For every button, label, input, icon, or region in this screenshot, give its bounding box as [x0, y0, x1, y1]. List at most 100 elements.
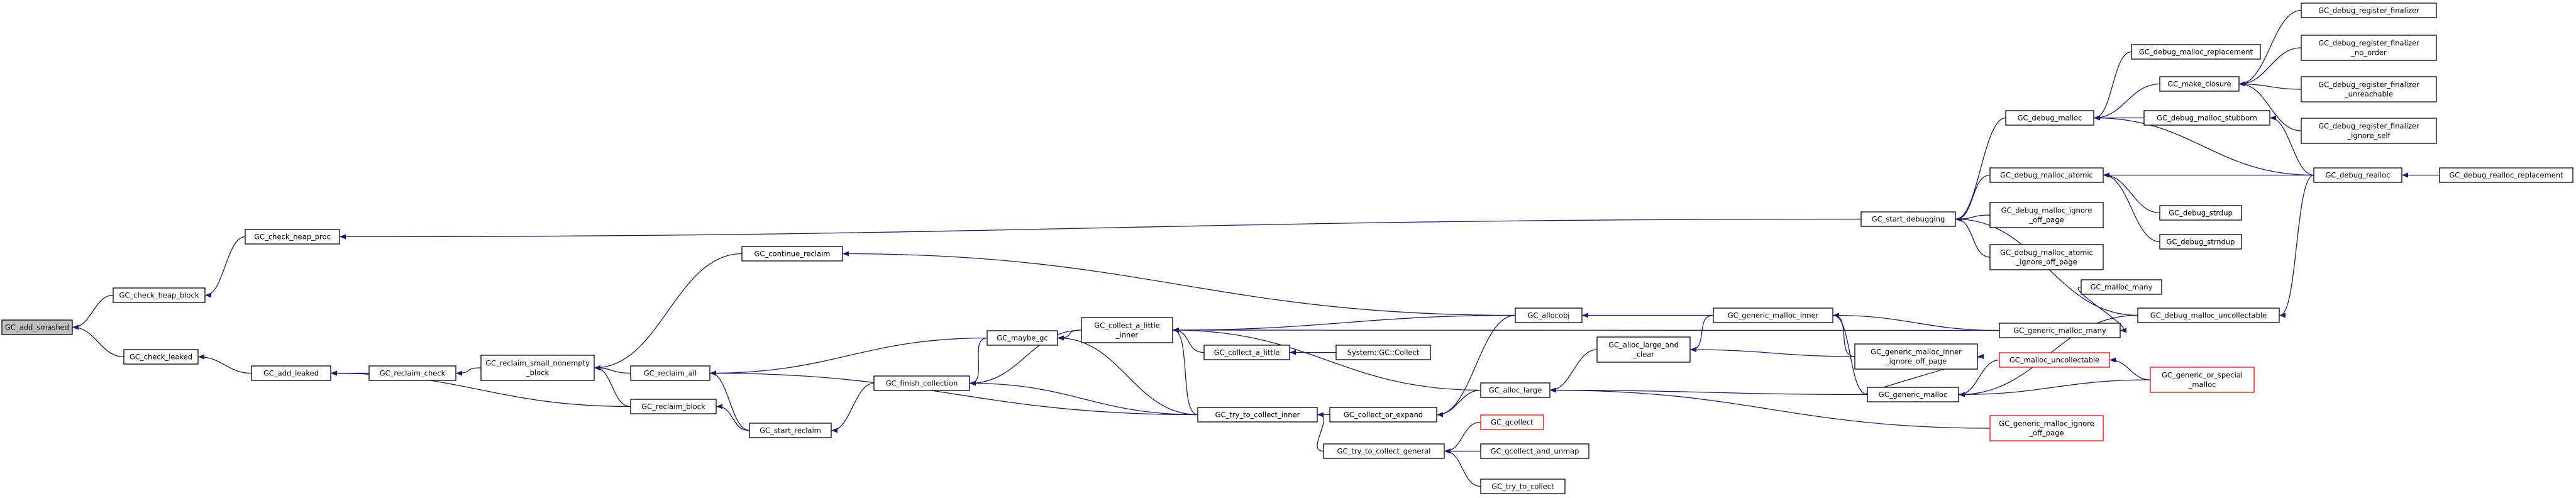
node-box — [1989, 202, 2104, 228]
node-layer: GC_add_smashedGC_check_heap_blockGC_chec… — [1, 3, 2573, 494]
node-label: GC_debug_strdup — [2169, 209, 2233, 218]
node-label: GC_malloc_uncollectable — [2009, 356, 2099, 365]
node-start-debugging[interactable]: GC_start_debugging — [1860, 211, 1956, 227]
edge-allocobj-to-collect_a_little_inner — [1173, 314, 1516, 333]
node-start-reclaim[interactable]: GC_start_reclaim — [749, 423, 832, 438]
node-generic-or-special[interactable]: GC_generic_or_special_malloc — [2150, 367, 2255, 393]
edge-generic_malloc_inner-to-alloc_large_and_clear — [1690, 314, 1714, 352]
node-label: GC_debug_strndup — [2167, 238, 2235, 246]
node-maybe-gc[interactable]: GC_maybe_gc — [987, 330, 1058, 346]
edge-finish_collection-to-start_reclaim — [831, 382, 875, 433]
node-label: GC_generic_malloc_many — [2013, 326, 2106, 335]
node-gcollect-and-unmap[interactable]: GC_gcollect_and_unmap — [1480, 443, 1589, 459]
node-collect-a-little-inner[interactable]: GC_collect_a_little_inner — [1081, 317, 1173, 343]
node-generic-malloc-many[interactable]: GC_generic_malloc_many — [1999, 323, 2121, 338]
node-drf-no-order[interactable]: GC_debug_register_finalizer_no_order — [2301, 35, 2437, 61]
node-add-smashed[interactable]: GC_add_smashed — [1, 319, 73, 335]
edge-debug_realloc-to-debug_malloc_stubborn — [2270, 115, 2314, 176]
node-collect-a-little[interactable]: GC_collect_a_little — [1203, 345, 1290, 360]
node-label: GC_allocobj — [1527, 311, 1569, 320]
node-reclaim-block[interactable]: GC_reclaim_block — [630, 399, 717, 414]
node-debug-malloc-stubborn[interactable]: GC_debug_malloc_stubborn — [2143, 110, 2270, 126]
edge-drf_ignore_self-to-make_closure — [2239, 81, 2302, 131]
edge-generic_or_special-to-generic_malloc — [1959, 379, 2151, 397]
node-alloc-large-and-clear[interactable]: GC_alloc_large_and_clear — [1596, 336, 1691, 363]
node-label: GC_add_smashed — [5, 323, 69, 332]
node-box — [2313, 167, 2402, 183]
node-box — [1713, 307, 1833, 323]
edge-alloc_large-to-collect_a_little_inner — [1173, 328, 1481, 391]
node-label: GC_generic_malloc_ignore — [1999, 419, 2094, 428]
node-drf-ignore-self[interactable]: GC_debug_register_finalizer_ignore_self — [2301, 118, 2437, 144]
node-label: _off_page — [2028, 216, 2064, 224]
edge-try_to_collect_inner-to-reclaim_all — [710, 370, 1198, 416]
node-box — [1197, 407, 1318, 423]
node-label: GC_generic_malloc — [1879, 390, 1947, 399]
node-box — [1515, 307, 1583, 323]
node-reclaim-check[interactable]: GC_reclaim_check — [368, 365, 456, 381]
edge-drf_unreachable-to-make_closure — [2239, 81, 2302, 90]
node-debug-malloc-ignore[interactable]: GC_debug_malloc_ignore_off_page — [1989, 202, 2104, 228]
node-debug-malloc-atomic-ignore[interactable]: GC_debug_malloc_atomic_ignore_off_page — [1989, 244, 2104, 270]
node-reclaim-all[interactable]: GC_reclaim_all — [630, 365, 710, 381]
node-malloc-many[interactable]: GC_malloc_many — [2081, 279, 2162, 295]
node-debug-strndup[interactable]: GC_debug_strndup — [2159, 234, 2242, 250]
edge-layer — [72, 9, 2440, 487]
node-debug-realloc-replacement[interactable]: GC_debug_realloc_replacement — [2439, 167, 2573, 183]
node-label: GC_continue_reclaim — [755, 250, 831, 258]
node-check-heap-proc[interactable]: GC_check_heap_proc — [245, 229, 340, 245]
node-reclaim-small[interactable]: GC_reclaim_small_nonempty_block — [480, 355, 595, 381]
node-check-heap-block[interactable]: GC_check_heap_block — [113, 287, 206, 303]
node-box — [1480, 414, 1544, 430]
node-debug-malloc-uncollectable[interactable]: GC_debug_malloc_uncollectable — [2137, 307, 2280, 323]
node-allocobj[interactable]: GC_allocobj — [1515, 307, 1583, 323]
node-generic-malloc-inner[interactable]: GC_generic_malloc_inner — [1713, 307, 1833, 323]
node-try-to-collect-general[interactable]: GC_try_to_collect_general — [1323, 443, 1445, 459]
node-system-collect[interactable]: System::GC::Collect — [1335, 345, 1431, 360]
node-box — [1480, 382, 1551, 398]
node-collect-or-expand[interactable]: GC_collect_or_expand — [1329, 407, 1437, 423]
edge-generic_malloc_many-to-generic_malloc_inner — [1833, 313, 2000, 331]
edge-check_heap_proc-to-check_heap_block — [205, 236, 246, 298]
edge-check_heap_block-to-add_smashed — [72, 294, 114, 330]
edge-debug_realloc-to-debug_malloc — [2094, 115, 2314, 176]
node-box — [2159, 76, 2240, 92]
edge-maybe_gc-to-reclaim_all — [710, 337, 988, 376]
node-generic-malloc-ignore[interactable]: GC_generic_malloc_ignore_off_page — [1989, 415, 2104, 441]
node-label: GC_collect_or_expand — [1344, 411, 1423, 419]
node-box — [368, 365, 456, 381]
node-drf-unreachable[interactable]: GC_debug_register_finalizer_unreachable — [2301, 76, 2437, 102]
node-label: System::GC::Collect — [1347, 348, 1420, 357]
edge-generic_malloc_ignore-to-alloc_large — [1550, 387, 1991, 429]
node-debug-realloc[interactable]: GC_debug_realloc — [2313, 167, 2402, 183]
node-box — [1860, 211, 1956, 227]
node-box — [2081, 279, 2162, 295]
node-box — [2439, 167, 2573, 183]
node-malloc-uncollectable[interactable]: GC_malloc_uncollectable — [1999, 352, 2110, 368]
node-label: GC_start_debugging — [1872, 215, 1945, 224]
node-box — [630, 399, 717, 414]
node-generic-malloc[interactable]: GC_generic_malloc — [1867, 387, 1959, 402]
node-box — [1999, 352, 2110, 368]
node-label: GC_check_heap_proc — [254, 233, 331, 241]
node-label: GC_generic_or_special — [2162, 371, 2243, 380]
node-continue-reclaim[interactable]: GC_continue_reclaim — [741, 246, 843, 262]
node-finish-collection[interactable]: GC_finish_collection — [873, 375, 970, 391]
node-gcollect[interactable]: GC_gcollect — [1480, 414, 1544, 430]
node-try-to-collect[interactable]: GC_try_to_collect — [1480, 479, 1566, 494]
node-debug-malloc-atomic[interactable]: GC_debug_malloc_atomic — [1989, 167, 2104, 183]
node-debug-malloc[interactable]: GC_debug_malloc — [2005, 110, 2094, 126]
node-drf[interactable]: GC_debug_register_finalizer — [2301, 3, 2437, 18]
node-debug-strdup[interactable]: GC_debug_strdup — [2159, 205, 2242, 221]
node-label: GC_check_leaked — [130, 353, 192, 362]
node-add-leaked[interactable]: GC_add_leaked — [251, 365, 331, 381]
node-try-to-collect-inner[interactable]: GC_try_to_collect_inner — [1197, 407, 1318, 423]
node-make-closure[interactable]: GC_make_closure — [2159, 76, 2240, 92]
edge-try_to_collect_general-to-try_to_collect_inner — [1317, 412, 1325, 452]
node-generic-malloc-inner-iop[interactable]: GC_generic_malloc_inner_ignore_off_page — [1854, 343, 1978, 370]
node-check-leaked[interactable]: GC_check_leaked — [123, 349, 199, 365]
node-alloc-large[interactable]: GC_alloc_large — [1480, 382, 1551, 398]
edge-debug_malloc_replacement-to-debug_malloc — [2094, 51, 2132, 121]
node-label: GC_debug_malloc_stubborn — [2157, 114, 2257, 123]
node-debug-malloc-replacement[interactable]: GC_debug_malloc_replacement — [2131, 44, 2261, 60]
